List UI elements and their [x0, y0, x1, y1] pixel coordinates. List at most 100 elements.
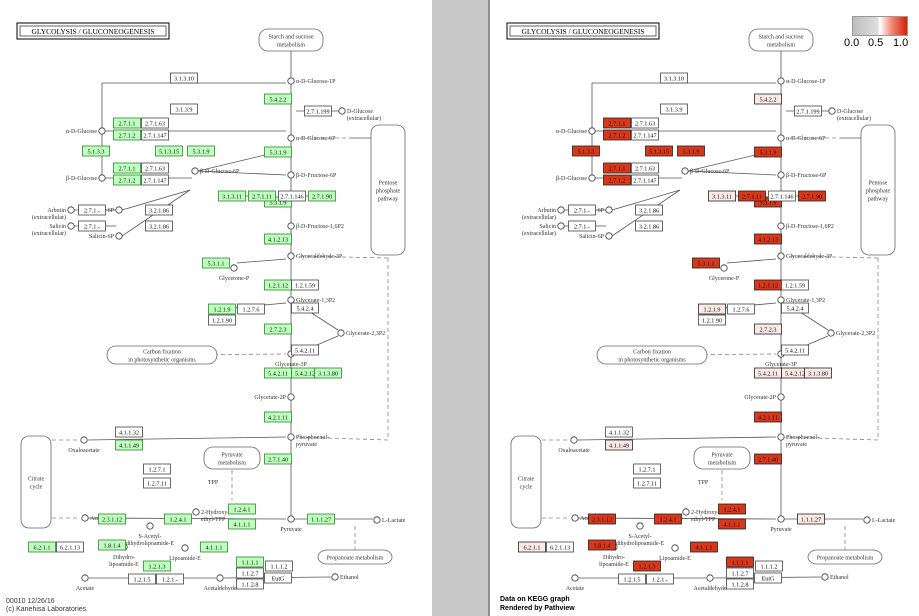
- compound-node[interactable]: [777, 296, 785, 304]
- enzyme-box[interactable]: [726, 567, 754, 579]
- map-link-box[interactable]: [807, 549, 883, 565]
- enzyme-box[interactable]: [755, 560, 783, 572]
- compound-node[interactable]: [338, 107, 346, 115]
- compound-node[interactable]: [181, 544, 189, 552]
- enzyme-box[interactable]: [291, 344, 319, 356]
- enzyme-box[interactable]: [82, 145, 110, 157]
- compound-node[interactable]: [337, 329, 345, 337]
- enzyme-box[interactable]: [631, 117, 659, 129]
- compound-node[interactable]: [557, 222, 565, 230]
- compound-node[interactable]: [331, 573, 339, 581]
- compound-node[interactable]: [67, 222, 75, 230]
- compound-node[interactable]: [570, 436, 578, 444]
- compound-node[interactable]: [287, 433, 295, 441]
- enzyme-box[interactable]: [56, 541, 84, 553]
- compound-node[interactable]: [191, 167, 199, 175]
- compound-node[interactable]: [681, 167, 689, 175]
- enzyme-box[interactable]: [754, 411, 782, 423]
- enzyme-box[interactable]: [208, 314, 236, 326]
- enzyme-box[interactable]: [754, 323, 782, 335]
- compound-node[interactable]: [777, 393, 785, 401]
- enzyme-box[interactable]: [603, 117, 631, 129]
- enzyme-box[interactable]: [727, 303, 755, 315]
- enzyme-box[interactable]: [156, 573, 184, 585]
- enzyme-box[interactable]: [145, 204, 173, 216]
- enzyme-box[interactable]: [797, 513, 825, 525]
- map-link-box[interactable]: [106, 345, 218, 365]
- enzyme-box[interactable]: [155, 145, 183, 157]
- compound-node[interactable]: [287, 252, 295, 260]
- compound-node[interactable]: [828, 107, 836, 115]
- enzyme-box[interactable]: [236, 578, 264, 590]
- enzyme-box[interactable]: [98, 513, 126, 525]
- enzyme-box[interactable]: [633, 477, 661, 489]
- enzyme-box[interactable]: [781, 279, 809, 291]
- enzyme-box[interactable]: [605, 439, 633, 451]
- enzyme-box[interactable]: [633, 463, 661, 475]
- enzyme-box[interactable]: [618, 573, 646, 585]
- enzyme-box[interactable]: [754, 572, 782, 584]
- enzyme-box[interactable]: [726, 556, 754, 568]
- enzyme-box[interactable]: [264, 411, 292, 423]
- compound-node[interactable]: [67, 206, 75, 214]
- compound-node[interactable]: [287, 222, 295, 230]
- enzyme-box[interactable]: [28, 541, 56, 553]
- enzyme-box[interactable]: [264, 93, 292, 105]
- compound-node[interactable]: [146, 522, 154, 530]
- compound-node[interactable]: [80, 436, 88, 444]
- enzyme-box[interactable]: [768, 190, 796, 202]
- enzyme-box[interactable]: [291, 302, 319, 314]
- compound-node[interactable]: [571, 574, 579, 582]
- enzyme-box[interactable]: [164, 513, 192, 525]
- enzyme-box[interactable]: [568, 220, 596, 232]
- enzyme-box[interactable]: [264, 572, 292, 584]
- compound-node[interactable]: [588, 174, 596, 182]
- enzyme-box[interactable]: [677, 145, 705, 157]
- enzyme-box[interactable]: [635, 220, 663, 232]
- enzyme-box[interactable]: [718, 503, 746, 515]
- enzyme-box[interactable]: [143, 463, 171, 475]
- enzyme-box[interactable]: [631, 174, 659, 186]
- enzyme-box[interactable]: [738, 190, 766, 202]
- enzyme-box[interactable]: [141, 174, 169, 186]
- enzyme-box[interactable]: [798, 190, 826, 202]
- map-link-box[interactable]: [20, 435, 52, 529]
- enzyme-box[interactable]: [278, 190, 306, 202]
- compound-node[interactable]: [777, 252, 785, 260]
- map-link-box[interactable]: [370, 124, 406, 256]
- compound-node[interactable]: [115, 206, 123, 214]
- enzyme-box[interactable]: [314, 367, 342, 379]
- enzyme-box[interactable]: [113, 129, 141, 141]
- map-link-box[interactable]: [596, 345, 708, 365]
- enzyme-box[interactable]: [718, 518, 746, 530]
- compound-node[interactable]: [287, 515, 295, 523]
- compound-node[interactable]: [821, 573, 829, 581]
- enzyme-box[interactable]: [754, 93, 782, 105]
- compound-node[interactable]: [682, 508, 690, 516]
- compound-node[interactable]: [777, 134, 785, 142]
- compound-node[interactable]: [287, 296, 295, 304]
- compound-node[interactable]: [777, 77, 785, 85]
- map-link-box[interactable]: [860, 124, 896, 256]
- enzyme-box[interactable]: [754, 146, 782, 158]
- enzyme-box[interactable]: [145, 220, 173, 232]
- compound-node[interactable]: [230, 264, 238, 272]
- compound-node[interactable]: [605, 206, 613, 214]
- enzyme-box[interactable]: [113, 117, 141, 129]
- enzyme-box[interactable]: [78, 220, 106, 232]
- enzyme-box[interactable]: [143, 477, 171, 489]
- enzyme-box[interactable]: [518, 541, 546, 553]
- compound-node[interactable]: [287, 393, 295, 401]
- compound-node[interactable]: [115, 232, 123, 240]
- enzyme-box[interactable]: [572, 145, 600, 157]
- compound-node[interactable]: [636, 522, 644, 530]
- compound-node[interactable]: [777, 515, 785, 523]
- enzyme-box[interactable]: [605, 426, 633, 438]
- enzyme-box[interactable]: [794, 105, 822, 117]
- enzyme-box[interactable]: [170, 103, 198, 115]
- enzyme-box[interactable]: [635, 204, 663, 216]
- enzyme-box[interactable]: [660, 103, 688, 115]
- enzyme-box[interactable]: [200, 541, 228, 553]
- enzyme-box[interactable]: [631, 129, 659, 141]
- map-link-box[interactable]: [317, 549, 393, 565]
